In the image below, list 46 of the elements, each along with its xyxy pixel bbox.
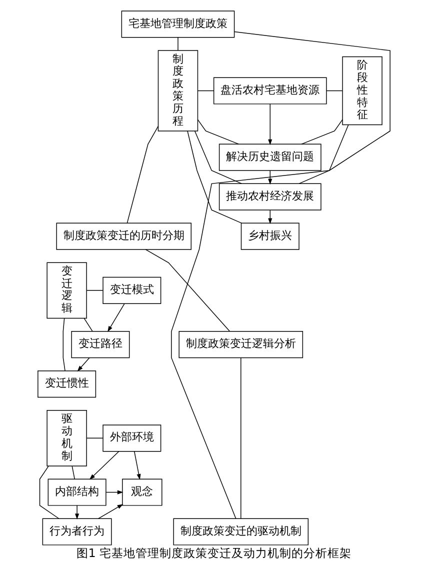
arrow	[76, 357, 90, 372]
connector	[144, 249, 230, 332]
connector	[38, 466, 59, 519]
node-box: 变迁路径	[70, 331, 130, 358]
connector	[197, 90, 214, 92]
arrow	[268, 104, 272, 146]
node-box: 观念	[122, 478, 162, 506]
arrow	[105, 490, 123, 494]
node-box: 变迁惯性	[37, 370, 96, 398]
arrow	[98, 504, 123, 519]
connector	[62, 318, 65, 372]
connector	[177, 37, 178, 51]
node-box: 盘活农村宅基地资源	[212, 77, 326, 104]
connector	[300, 119, 342, 144]
connector	[86, 290, 103, 291]
node-box: 制度政策历程	[157, 50, 198, 132]
caption: 图1 宅基地管理制度政策变迁及动力机制的分析框架	[76, 546, 352, 560]
node-box: 乡村振兴	[240, 222, 299, 250]
node-box: 推动农村经济发展	[218, 183, 321, 210]
node-box: 内部结构	[47, 478, 106, 506]
connector	[194, 130, 242, 184]
node-box: 制度政策变迁的驱动机制	[172, 518, 308, 546]
node-box: 变迁模式	[102, 276, 161, 304]
connector	[240, 357, 241, 519]
connector	[71, 466, 74, 480]
node-box: 宅基地管理制度政策	[120, 10, 234, 38]
node-box: 外部环境	[102, 424, 161, 452]
node-box: 变迁逻辑	[46, 262, 86, 319]
node-box: 驱动机制	[46, 410, 86, 466]
node-box: 制度政策变迁逻辑分析	[178, 331, 303, 358]
node-box: 制度政策变迁的历时分期	[56, 222, 192, 250]
arrow	[88, 451, 119, 480]
connector	[196, 119, 239, 144]
connector	[326, 90, 342, 92]
connector	[86, 438, 103, 439]
arrow	[74, 505, 79, 520]
connector	[126, 126, 158, 224]
arrow	[107, 303, 124, 332]
node-box: 解决历史遗留问题	[218, 144, 321, 171]
node-box: 阶段性特征	[342, 56, 382, 126]
arrow	[133, 451, 140, 480]
node-box: 行为者行为	[42, 518, 112, 546]
connector	[83, 318, 92, 332]
connector	[170, 31, 390, 519]
connector	[298, 124, 348, 184]
connector	[186, 130, 242, 224]
